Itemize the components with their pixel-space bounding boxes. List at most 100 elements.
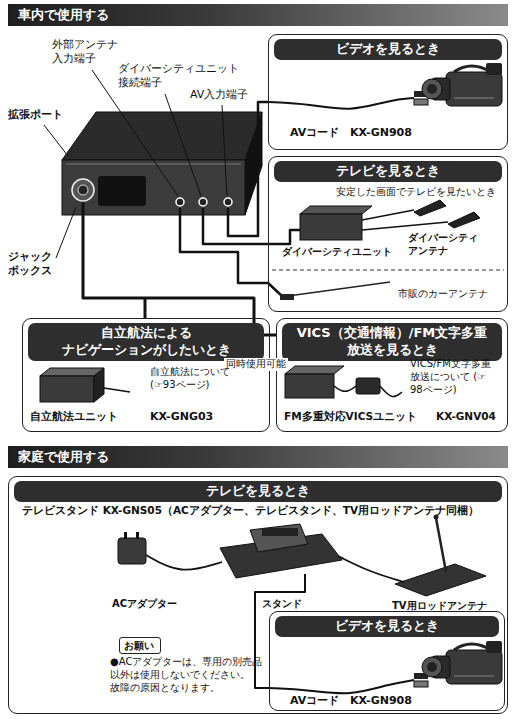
panel-heading: 自立航法による ナビゲーションがしたいとき [28, 323, 264, 361]
antenna-cord [338, 556, 404, 582]
terminal-label: ダイバーシティユニット 接続端子 [118, 62, 246, 90]
jack-box-socket [78, 185, 88, 195]
diversity-wire [203, 208, 300, 244]
unit-side [94, 368, 104, 402]
camcorder-lens-glass [427, 84, 437, 94]
terminal-label: 外部アンテナ 入力端子 [52, 38, 126, 66]
jack-box [72, 179, 94, 201]
terminal [199, 198, 207, 206]
terminal [176, 198, 184, 206]
jack-cable [144, 298, 147, 318]
antenna-wire [180, 208, 282, 296]
av-plug [414, 99, 428, 105]
camcorder-body [446, 72, 502, 106]
vics-adapter [356, 378, 380, 394]
camcorder [422, 641, 502, 684]
unit-cable [104, 388, 130, 392]
dead-reckoning-unit [40, 368, 130, 402]
unit-top [62, 112, 262, 160]
part-label: ダイバーシティユニット [282, 246, 392, 259]
antenna-lead [362, 222, 448, 230]
artwork [40, 63, 504, 693]
section-band: 車内で使用する [8, 4, 508, 26]
camcorder-lens [422, 657, 442, 677]
model-number: KX-GN908 [350, 126, 412, 140]
camcorder-handle [454, 644, 491, 650]
stand-cradle [250, 524, 308, 552]
car-antenna-mast [288, 282, 390, 296]
camcorder-detail [454, 98, 494, 99]
section-band: 家庭で使用する [8, 446, 508, 468]
rod-antenna-base [395, 564, 486, 596]
part-label: ダイバーシティ アンテナ [408, 232, 484, 258]
panel-heading: ビデオを見るとき [274, 39, 502, 60]
av-wire [228, 102, 268, 236]
unit-top [40, 368, 104, 376]
caution-note: ●ACアダプターは、専用の別売品 以外は使用しないでください。 故障の原因となり… [110, 656, 268, 694]
camcorder-detail [454, 676, 494, 677]
leader-line [44, 125, 68, 156]
av-plug [414, 681, 428, 687]
camcorder-handle [454, 66, 491, 72]
part-label: ACアダプター [112, 598, 177, 611]
camcorder-viewfinder [486, 63, 502, 75]
terminal-label: AV入力端子 [190, 88, 248, 102]
jack-cable [83, 202, 276, 335]
leader-line [222, 105, 227, 196]
leader-line [56, 207, 76, 258]
note-heading: お願い [120, 638, 160, 653]
camcorder-lens [422, 79, 442, 99]
camcorder [422, 63, 502, 106]
panel-heading: VICS（交通情報）/FM文字多重 放送を見るとき [282, 323, 502, 361]
navigation-unit [62, 112, 262, 215]
note-tag: お願い [119, 637, 161, 654]
part-label: TV用ロッドアンテナ [392, 600, 487, 613]
divider [272, 270, 504, 271]
camcorder-body [446, 650, 502, 684]
unit-side [245, 112, 262, 215]
diversity-unit [300, 214, 362, 240]
vics-unit [285, 366, 402, 398]
panel-heading: テレビを見るとき [274, 161, 502, 182]
unit-front [40, 376, 94, 402]
ac-prong [136, 532, 139, 539]
model-number: KX-GNV04 [436, 410, 496, 423]
vics-cable [380, 386, 402, 397]
panel-heading: ビデオを見るとき [275, 616, 499, 637]
vics-cable [334, 386, 356, 391]
diversity-unit-top [300, 206, 372, 214]
av-cord [268, 680, 414, 693]
connector-block [98, 176, 146, 206]
ac-prong [124, 532, 127, 539]
page-reference: VICS/FM文字多重 放送について (☞98ページ) [410, 358, 502, 396]
product-title: テレビスタンド KX-GNS05（ACアダプター、テレビスタンド、TV用ロッドア… [22, 504, 479, 517]
part-label: AVコード [290, 126, 339, 140]
av-cord [268, 98, 414, 109]
part-label: ジャック ボックス [8, 250, 58, 278]
model-number: KX-GNG03 [150, 410, 213, 424]
camcorder-lens-glass [427, 662, 437, 672]
part-label: AVコード [290, 694, 339, 708]
diversity-antenna [448, 212, 480, 228]
ac-adapter [118, 538, 146, 564]
part-label: 市販のカーアンテナ [398, 288, 488, 301]
antenna-lead [362, 210, 414, 220]
part-label: 拡張ポート [8, 108, 63, 122]
note: 同時使用可能 [224, 358, 288, 371]
stand-slot [262, 528, 298, 536]
model-number: KX-GN908 [350, 694, 412, 708]
unit-top [285, 366, 344, 374]
rod-antenna [436, 518, 446, 572]
ac-cord [146, 555, 222, 570]
camcorder-viewfinder [486, 641, 502, 653]
section-title: 車内で使用する [8, 4, 508, 26]
unit-front [285, 374, 334, 398]
section-title: 家庭で使用する [8, 446, 508, 468]
part-label: スタンド [262, 598, 302, 611]
leader-line [165, 94, 201, 196]
diversity-antenna [414, 200, 446, 216]
panel-heading: テレビを見るとき [14, 481, 502, 502]
unit-edge [66, 164, 241, 165]
page-reference: 自立航法について (☞93ページ) [150, 366, 238, 392]
